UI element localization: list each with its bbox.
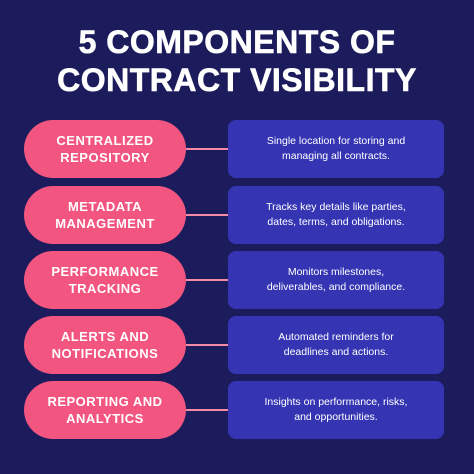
page-title-line-2: CONTRACT VISIBILITY — [57, 62, 417, 99]
connector-line — [186, 148, 228, 150]
component-label: ALERTS AND NOTIFICATIONS — [51, 329, 159, 361]
connector-line — [186, 409, 228, 411]
connector-line — [186, 279, 228, 281]
component-description-card: Tracks key details like parties, dates, … — [228, 186, 444, 244]
component-label: METADATA MANAGEMENT — [55, 199, 155, 231]
component-description-card: Automated reminders for deadlines and ac… — [228, 316, 444, 374]
component-description-card: Insights on performance, risks, and oppo… — [228, 381, 444, 439]
component-description-card: Single location for storing and managing… — [228, 120, 444, 178]
component-row-alerts-and-notifications: ALERTS AND NOTIFICATIONS Automated remin… — [0, 316, 474, 374]
component-row-reporting-and-analytics: REPORTING AND ANALYTICS Insights on perf… — [0, 381, 474, 439]
component-description: Single location for storing and managing… — [266, 135, 406, 162]
component-label: REPORTING AND ANALYTICS — [47, 394, 163, 426]
component-label-pill: CENTRALIZED REPOSITORY — [24, 120, 186, 178]
component-description: Monitors milestones, deliverables, and c… — [266, 266, 406, 293]
component-row-metadata-management: METADATA MANAGEMENT Tracks key details l… — [0, 186, 474, 244]
component-row-performance-tracking: PERFORMANCE TRACKING Monitors milestones… — [0, 251, 474, 309]
component-row-centralized-repository: CENTRALIZED REPOSITORY Single location f… — [0, 120, 474, 178]
component-label: CENTRALIZED REPOSITORY — [56, 133, 154, 165]
component-label-pill: ALERTS AND NOTIFICATIONS — [24, 316, 186, 374]
component-label-pill: METADATA MANAGEMENT — [24, 186, 186, 244]
connector-line — [186, 214, 228, 216]
component-description: Insights on performance, risks, and oppo… — [264, 396, 408, 423]
component-label-pill: PERFORMANCE TRACKING — [24, 251, 186, 309]
connector-line — [186, 344, 228, 346]
component-label: PERFORMANCE TRACKING — [51, 264, 159, 296]
component-label-pill: REPORTING AND ANALYTICS — [24, 381, 186, 439]
page-title-line-1: 5 COMPONENTS OF — [78, 24, 396, 61]
component-description: Tracks key details like parties, dates, … — [266, 201, 406, 228]
component-description-card: Monitors milestones, deliverables, and c… — [228, 251, 444, 309]
component-description: Automated reminders for deadlines and ac… — [278, 331, 394, 358]
